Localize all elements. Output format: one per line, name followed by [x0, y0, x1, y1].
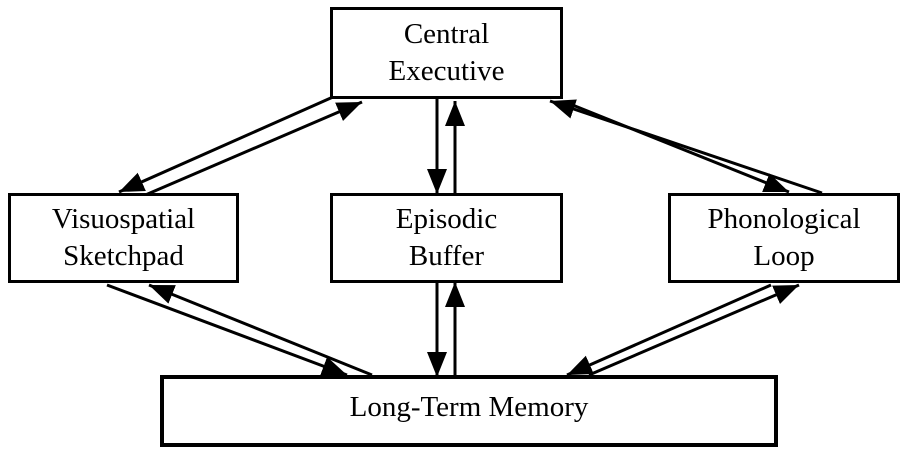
node-episodic-buffer: Episodic Buffer [330, 193, 563, 283]
label-line: Visuospatial [51, 203, 196, 235]
node-visuospatial-sketchpad-label: Visuospatial Sketchpad [52, 201, 195, 275]
arrow-central-executive-to-visuospatial-sketchpad [118, 95, 334, 194]
label-line: Executive [388, 55, 505, 87]
node-episodic-buffer-label: Episodic Buffer [396, 201, 498, 275]
label-line: Buffer [408, 240, 485, 272]
node-central-executive: Central Executive [330, 7, 563, 99]
label-line: Central [403, 18, 490, 50]
arrow-long-term-memory-to-visuospatial-sketchpad [148, 283, 373, 377]
arrow-visuospatial-sketchpad-to-central-executive [142, 100, 363, 198]
node-long-term-memory-label: Long-Term Memory [350, 389, 589, 426]
arrow-long-term-memory-to-phonological-loop [588, 283, 800, 377]
arrow-phonological-loop-to-long-term-memory [566, 283, 772, 377]
node-visuospatial-sketchpad: Visuospatial Sketchpad [8, 193, 239, 283]
node-phonological-loop-label: Phonological Loop [707, 201, 860, 275]
arrow-central-executive-to-phonological-loop [569, 102, 790, 194]
label-line: Loop [753, 240, 815, 272]
label-line: Phonological [707, 203, 861, 235]
label-line: Episodic [395, 203, 498, 235]
node-phonological-loop: Phonological Loop [668, 193, 900, 283]
label-line: Long-Term Memory [349, 390, 589, 423]
node-long-term-memory: Long-Term Memory [160, 375, 778, 447]
arrow-phonological-loop-to-central-executive [549, 99, 823, 195]
node-central-executive-label: Central Executive [389, 16, 505, 90]
arrow-visuospatial-sketchpad-to-long-term-memory [106, 283, 348, 377]
label-line: Sketchpad [63, 240, 184, 272]
